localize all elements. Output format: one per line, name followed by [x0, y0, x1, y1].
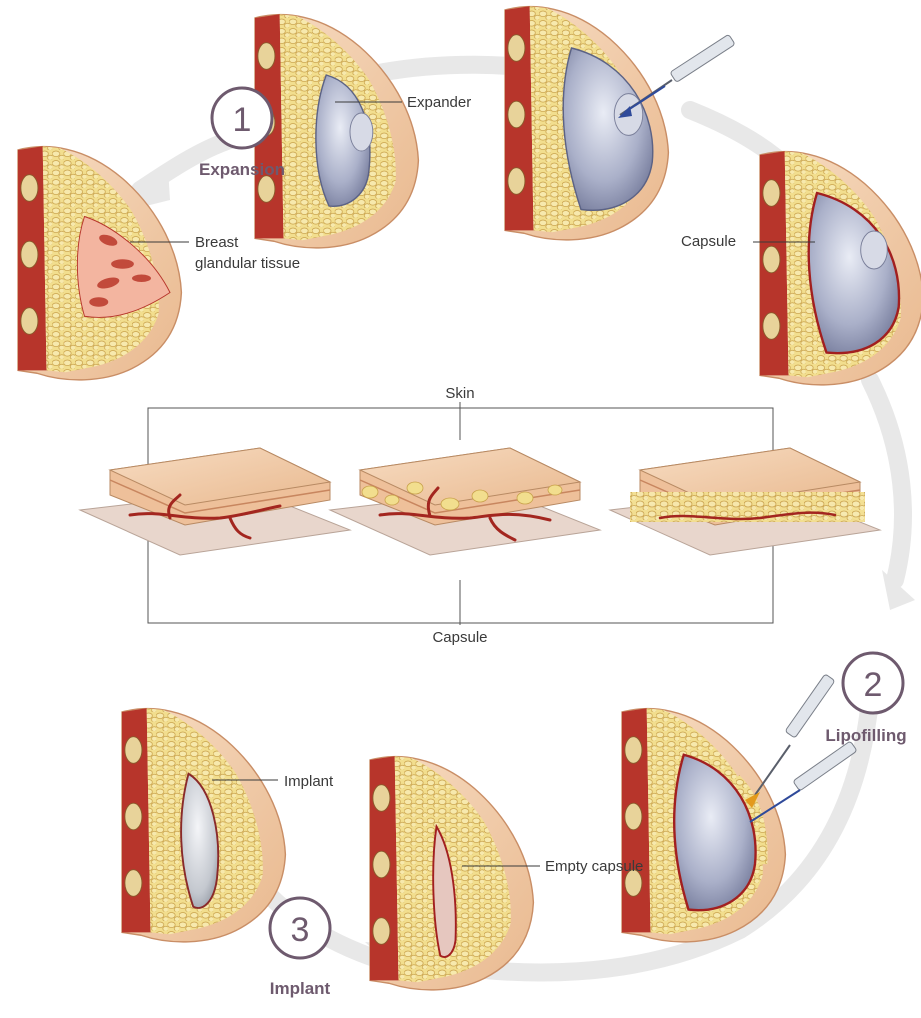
breast-implant [122, 708, 285, 942]
step-2-title: Lipofilling [825, 726, 906, 745]
breast-lipofilling [622, 708, 785, 942]
step-3-title: Implant [270, 979, 331, 998]
expander-label: Expander [407, 94, 471, 111]
tissue-block-3 [610, 448, 880, 555]
empty-capsule-label: Empty capsule [545, 858, 643, 875]
breast-label-line1: Breast [195, 234, 239, 251]
breast-inflation [505, 6, 668, 240]
implant-label: Implant [284, 773, 334, 790]
breast-empty-capsule [370, 756, 533, 990]
breast-expander [255, 14, 418, 248]
capsule-label-bottom: Capsule [432, 629, 487, 646]
breast-capsule [760, 151, 921, 385]
step-1-number: 1 [233, 101, 252, 139]
capsule-label-top: Capsule [681, 233, 736, 250]
step-1-title: Expansion [199, 160, 285, 179]
step-2-number: 2 [864, 666, 883, 704]
step-2-badge: 2 Lipofilling [825, 653, 906, 745]
breast-label-line2: glandular tissue [195, 255, 300, 272]
tissue-block-1 [80, 448, 350, 555]
tissue-block-2 [330, 448, 600, 555]
skin-label: Skin [445, 385, 474, 402]
tissue-panel: Skin Capsule [80, 385, 880, 646]
step-3-number: 3 [291, 911, 310, 949]
step-3-badge: 3 Implant [270, 898, 331, 998]
